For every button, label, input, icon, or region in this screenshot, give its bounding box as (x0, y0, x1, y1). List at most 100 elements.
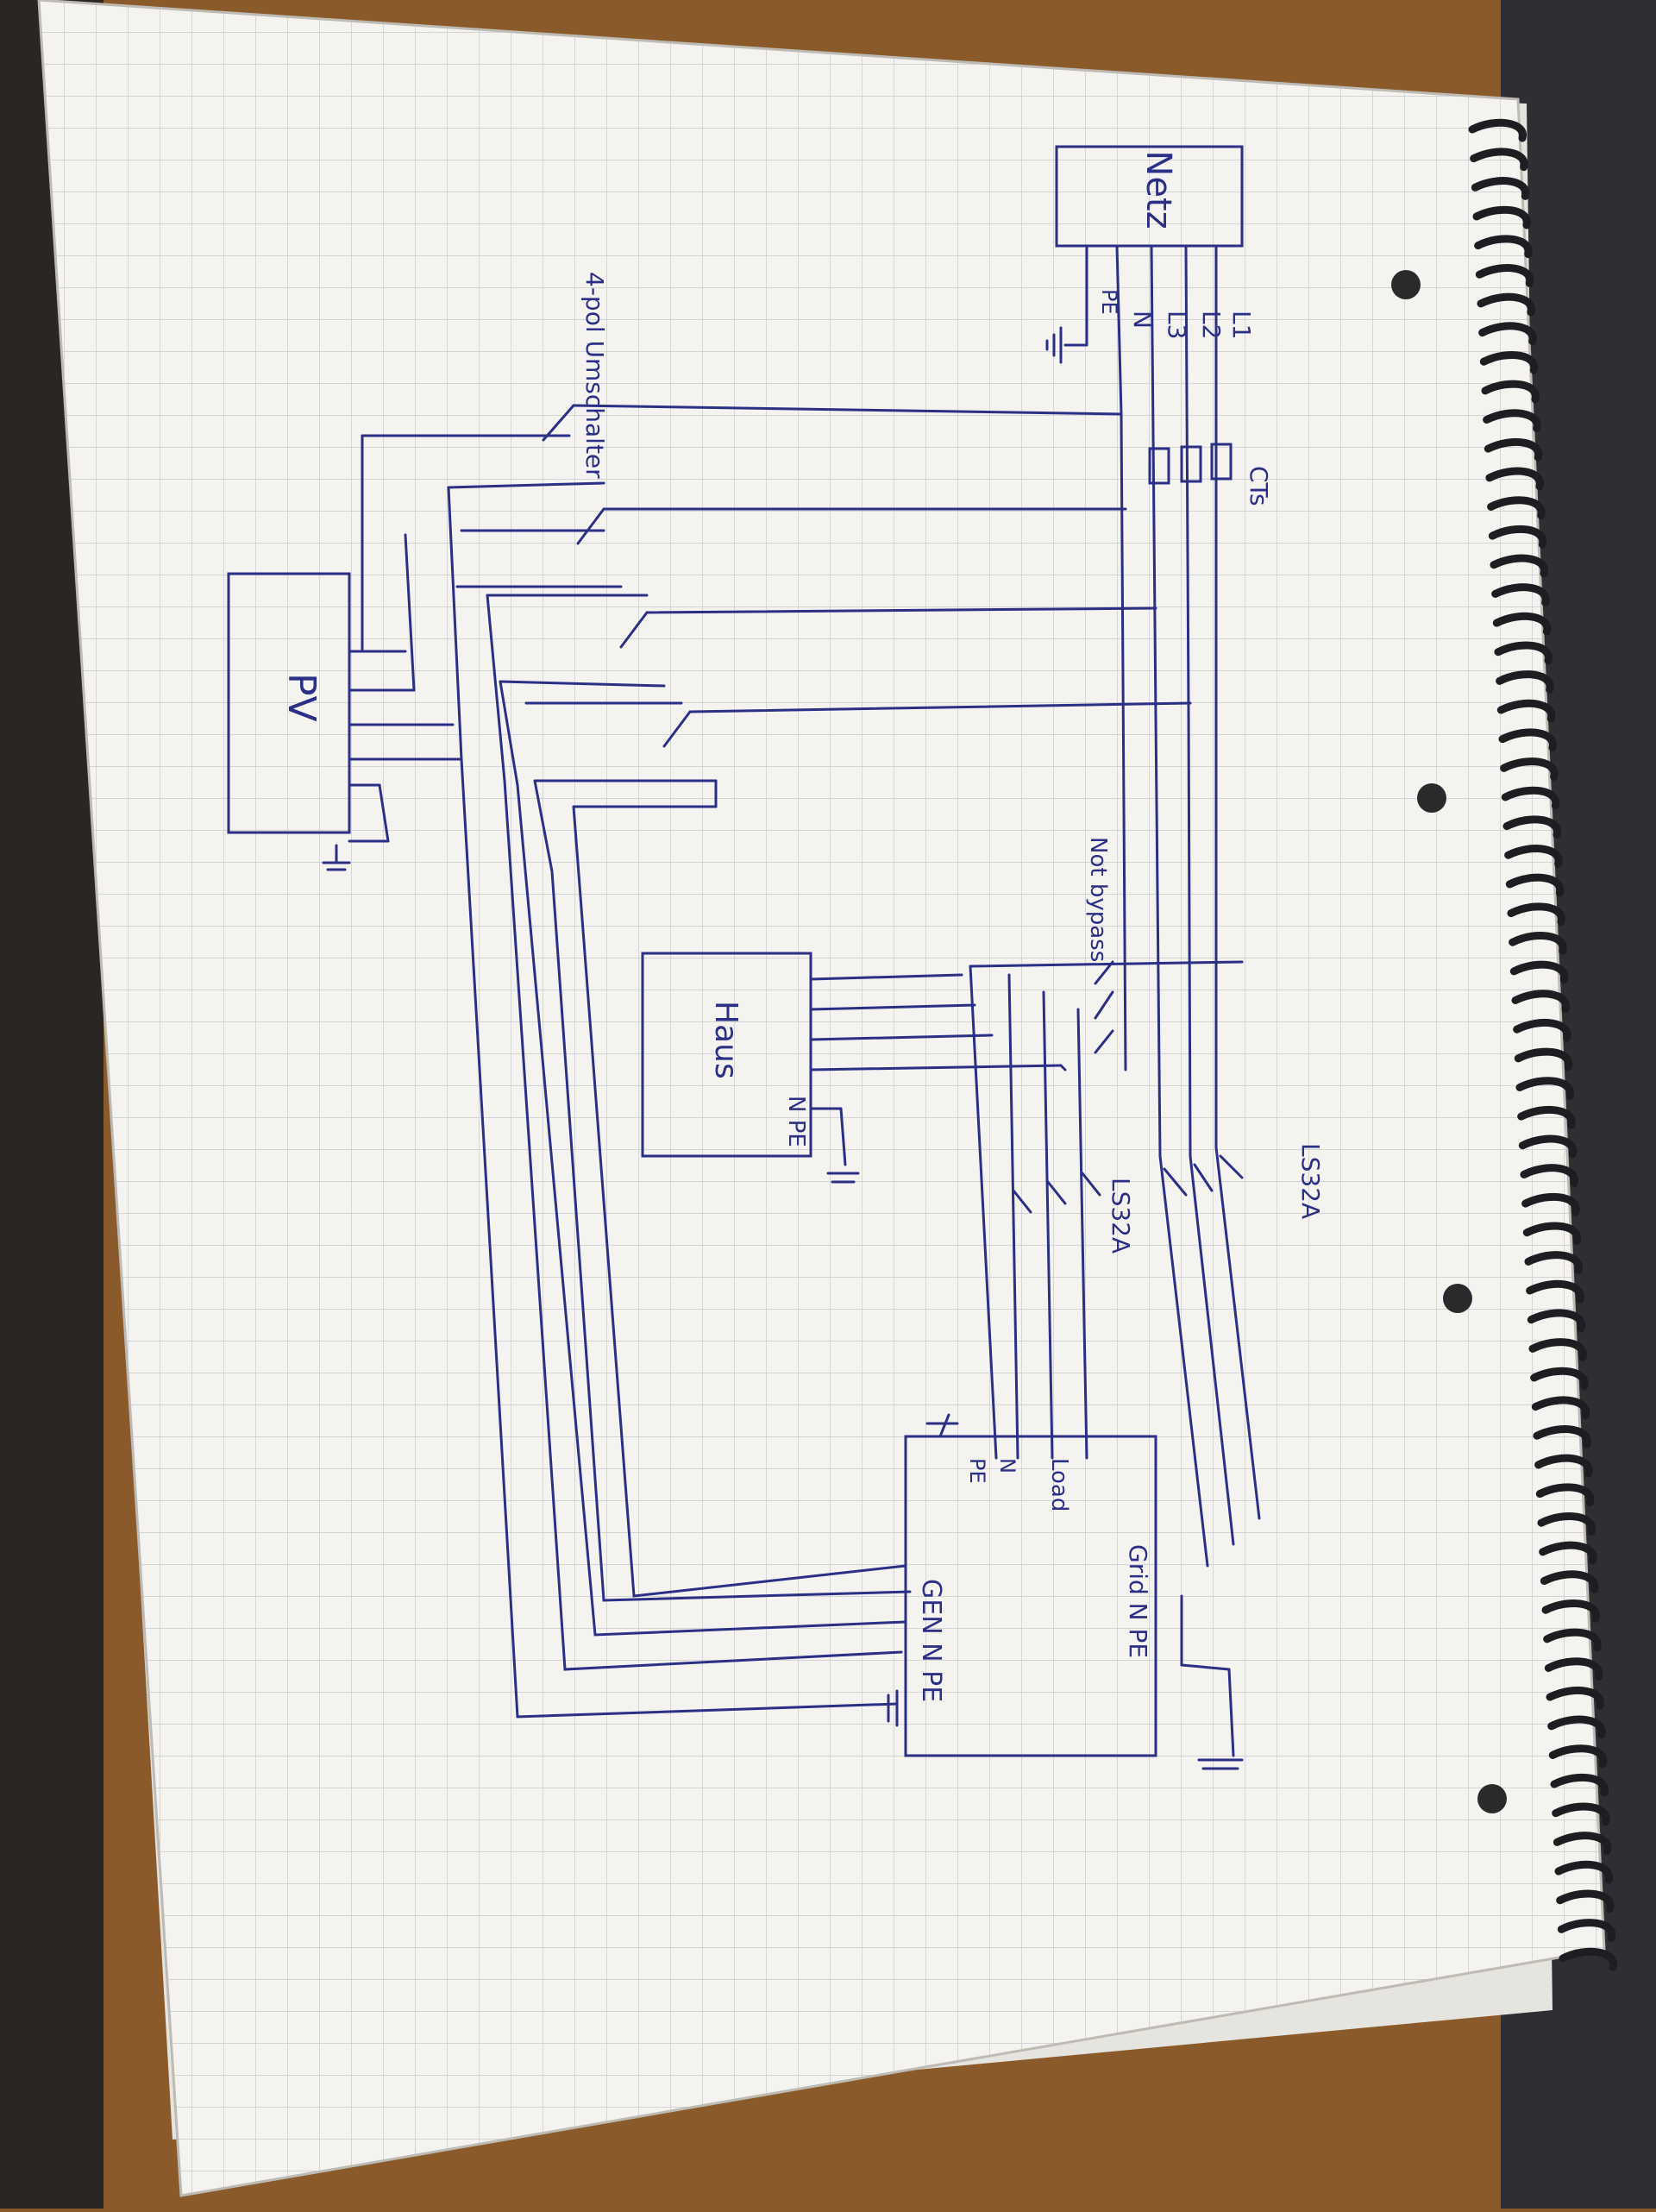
spiral-ring (1474, 235, 1533, 259)
spiral-ring (1522, 1222, 1582, 1246)
spiral-ring (1481, 380, 1540, 404)
spiral-ring (1490, 554, 1548, 578)
spiral-ring (1552, 1832, 1612, 1855)
spiral-ring (1477, 292, 1535, 317)
spiral-ring (1475, 264, 1534, 287)
spiral-ring (1470, 148, 1528, 172)
spiral-ring (1537, 1512, 1596, 1536)
spiral-ring (1521, 1192, 1580, 1216)
spiral-ring (1546, 1686, 1604, 1710)
current-transformers (1148, 443, 1233, 485)
spiral-ring (1541, 1599, 1600, 1623)
spiral-binding (1468, 118, 1617, 1971)
spiral-ring (1547, 1715, 1606, 1739)
label-l3: L3 (1163, 311, 1191, 339)
label-load: Load (1046, 1458, 1072, 1511)
label-switch4: 4-pol Umschalter (580, 272, 609, 479)
label-notbypass: Not bypass (1085, 837, 1111, 962)
label-ls32a-mid: LS32A (1107, 1178, 1135, 1254)
spiral-ring (1511, 990, 1570, 1014)
spiral-ring (1543, 1628, 1602, 1652)
label-l2: L2 (1197, 311, 1226, 339)
label-load-pe: PE (965, 1458, 989, 1484)
spiral-ring (1496, 670, 1554, 694)
spiral-ring (1468, 118, 1527, 142)
spiral-ring (1498, 728, 1557, 752)
changeover-switch-4pol (361, 404, 1192, 808)
label-ls32a-top: LS32A (1296, 1143, 1325, 1219)
spiral-ring (1509, 960, 1569, 984)
spiral-ring (1502, 815, 1561, 839)
label-n: N (1128, 311, 1157, 329)
spiral-ring (1559, 1947, 1617, 1971)
spiral-ring (1487, 496, 1546, 519)
spiral-ring (1507, 902, 1565, 927)
spiral-ring (1483, 409, 1541, 433)
punch-hole (1477, 1784, 1507, 1813)
spiral-ring (1471, 177, 1530, 200)
spiral-ring (1504, 845, 1563, 868)
spiral-ring (1557, 1919, 1616, 1942)
spiral-ring (1479, 350, 1539, 374)
label-grid-npe: Grid N PE (1124, 1544, 1152, 1658)
spiral-ring (1544, 1657, 1603, 1681)
spiral-ring (1501, 786, 1560, 810)
spiral-ring (1535, 1483, 1595, 1507)
netz-box (1055, 145, 1244, 248)
spiral-ring (1540, 1570, 1599, 1594)
spiral-ring (1520, 1164, 1578, 1187)
inverter-box (887, 1413, 1244, 1770)
label-haus: Haus (708, 1001, 743, 1079)
spiral-ring (1556, 1889, 1615, 1914)
spiral-ring (1533, 1425, 1591, 1448)
label-l1: L1 (1227, 311, 1256, 339)
spiral-ring (1484, 437, 1543, 462)
spiral-ring (1472, 205, 1531, 229)
spiral-ring (1550, 1773, 1609, 1797)
spiral-ring (1500, 757, 1559, 781)
label-load-n: N (995, 1458, 1019, 1474)
label-netz: Netz (1138, 150, 1178, 229)
spiral-ring (1548, 1744, 1608, 1768)
ls32a-grid-breakers (1158, 1146, 1261, 1568)
emergency-bypass-switches (969, 960, 1244, 1071)
punch-hole (1443, 1284, 1472, 1313)
spiral-ring (1494, 641, 1552, 665)
spiral-ring (1534, 1454, 1593, 1478)
spiral-ring (1496, 699, 1556, 723)
punch-hole (1391, 270, 1421, 299)
spiral-ring (1505, 873, 1565, 897)
haus-box (641, 952, 1063, 1184)
spiral-ring (1539, 1541, 1597, 1565)
generator-feed-lines (447, 486, 912, 1719)
spiral-ring (1492, 612, 1552, 636)
spiral-ring (1517, 1105, 1576, 1129)
spiral-ring (1530, 1367, 1589, 1391)
punch-hole (1417, 783, 1446, 813)
load-bus-lines (969, 965, 1101, 1460)
spiral-ring (1515, 1077, 1574, 1100)
spiral-ring (1531, 1396, 1590, 1420)
spiral-ring (1491, 583, 1550, 606)
label-cts: CTs (1245, 466, 1273, 506)
spiral-ring (1485, 467, 1544, 491)
label-pe: PE (1097, 289, 1121, 315)
spiral-ring (1526, 1279, 1584, 1304)
spiral-ring (1527, 1309, 1586, 1333)
spiral-ring (1518, 1134, 1578, 1159)
spiral-ring (1509, 932, 1567, 955)
spiral-ring (1552, 1802, 1610, 1826)
spiral-ring (1524, 1251, 1583, 1274)
pv-box (227, 434, 463, 871)
spiral-ring (1528, 1338, 1587, 1361)
spiral-ring (1488, 525, 1547, 549)
spiral-ring (1513, 1018, 1571, 1042)
label-haus-npe: N PE (783, 1096, 809, 1147)
label-gen-npe: GEN N PE (916, 1579, 946, 1702)
spiral-ring (1514, 1047, 1573, 1071)
label-pv: PV (279, 673, 323, 722)
spiral-ring (1478, 322, 1537, 346)
wiring-diagram (227, 145, 1261, 1770)
spiral-ring (1554, 1860, 1613, 1884)
